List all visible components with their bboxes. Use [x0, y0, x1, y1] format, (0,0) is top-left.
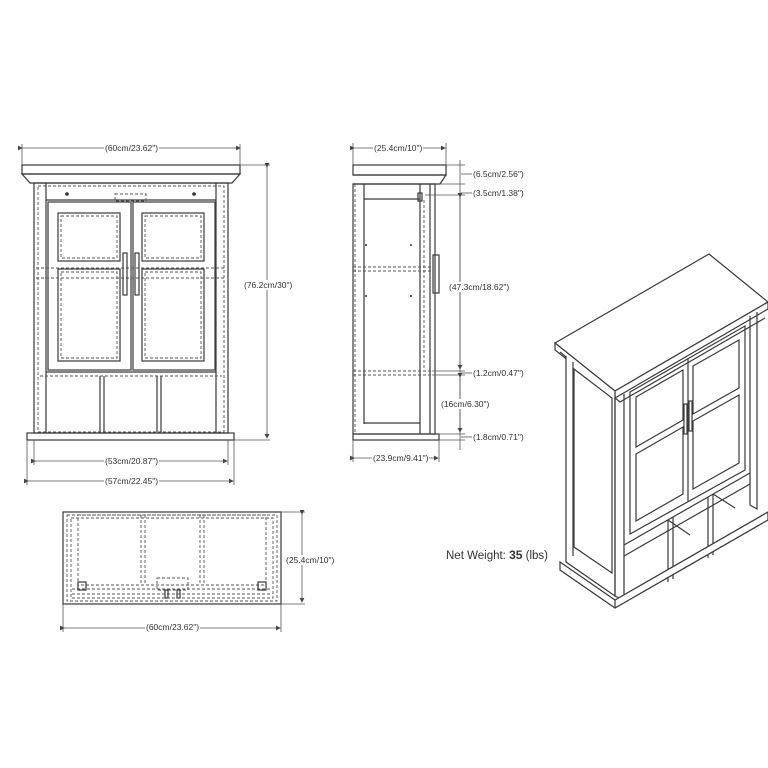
- net-weight-label: Net Weight:: [446, 550, 506, 562]
- front-overall-height-label: (76.2cm/30"): [243, 280, 294, 290]
- side-shelf-thickness-label: (1.2cm/0.47"): [472, 368, 525, 378]
- side-cubby-height-label: (16cm/6.30"): [440, 399, 491, 409]
- isometric-view: [553, 253, 768, 609]
- side-top-rail-label: (3.5cm/1.38"): [472, 188, 525, 198]
- net-weight-value: 35: [509, 548, 523, 562]
- top-depth-label: (25.4cm/10"): [285, 555, 336, 565]
- net-weight-unit: (lbs): [525, 550, 549, 562]
- top-width-label: (60cm/23.62"): [145, 622, 201, 632]
- side-top-depth-label: (25.4cm/10"): [373, 143, 424, 153]
- front-base-width-label: (57cm/22.45"): [104, 476, 160, 486]
- front-overall-width-label: (60cm/23.62"): [104, 143, 160, 153]
- side-crown-height-label: (6.5cm/2.56"): [472, 169, 525, 179]
- side-base-height-label: (1.8cm/0.71"): [472, 432, 525, 442]
- front-inner-width-label: (53cm/20.87"): [104, 456, 160, 466]
- side-body-depth-label: (23.9cm/9.41"): [372, 453, 430, 463]
- net-weight: Net Weight: 35 (lbs): [446, 548, 548, 562]
- side-door-height-label: (47.3cm/18.62"): [448, 282, 511, 292]
- front-view: [18, 144, 270, 485]
- top-view: [60, 510, 305, 632]
- side-view: [350, 143, 472, 462]
